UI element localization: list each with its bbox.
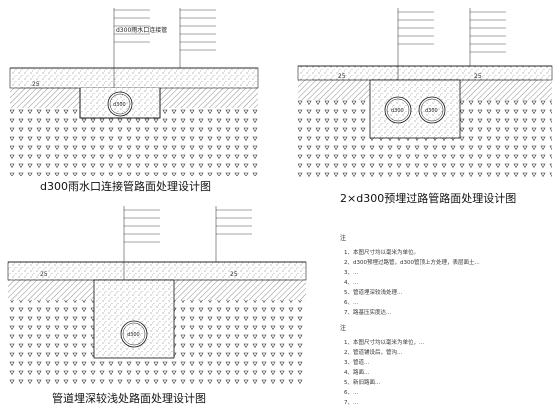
note-2-7: 7、... (344, 400, 358, 406)
notes-block-1: 注 1、本图尺寸均以毫米为单位。 2、d300预埋过路管，d300管顶上方处理，… (340, 234, 480, 316)
callout-box-c-right (216, 209, 252, 235)
diagram-b: d300 d300 25 25 2×d300预埋过路管路面处理设计图 (297, 8, 553, 205)
diagram-a: d300 25 d300雨水口连接管 d300雨水口连接管路面处理设计图 (9, 8, 259, 193)
callout-box-c (124, 209, 160, 243)
notes-title-2: 注 (340, 324, 346, 332)
trench (369, 79, 461, 139)
notes-block-2: 注 1、本图尺寸均以毫米为单位，... 2、管道铺设后，管沟... 3、管道..… (340, 324, 424, 406)
note-2-5: 5、新旧路面... (344, 378, 380, 386)
pipe-label-1: d300 (391, 108, 404, 114)
note-2-1: 1、本图尺寸均以毫米为单位，... (344, 338, 424, 346)
caption-b: 2×d300预埋过路管路面处理设计图 (340, 191, 516, 205)
note-1-2: 2、d300预埋过路管，d300管顶上方处理，表层面土... (344, 258, 480, 266)
callout-a3: d300雨水口连接管 (116, 26, 167, 34)
pipe-label-2: d300 (425, 108, 438, 114)
caption-c: 管道埋深较浅处路面处理设计图 (52, 391, 206, 405)
dim-right: 25 (474, 73, 482, 80)
pipe-label: d300 (113, 102, 126, 108)
note-1-3: 3、... (344, 270, 358, 276)
notes-title-1: 注 (340, 234, 346, 242)
note-2-4: 4、路面... (344, 368, 369, 376)
dim-right: 25 (230, 271, 238, 278)
pavement-layer (297, 65, 553, 81)
callout-box-b-right (470, 11, 506, 53)
soil-layer (10, 108, 258, 176)
note-1-4: 4、... (344, 280, 358, 286)
note-1-1: 1、本图尺寸均以毫米为单位。 (344, 248, 419, 256)
note-2-2: 2、管道铺设后，管沟... (344, 348, 402, 356)
note-2-3: 3、管道... (344, 358, 369, 366)
note-1-6: 6、... (344, 300, 358, 306)
callout-box-a: d300雨水口连接管 (114, 9, 167, 43)
pavement-layer (7, 261, 307, 281)
pavement-layer (9, 67, 259, 89)
caption-a: d300雨水口连接管路面处理设计图 (40, 179, 211, 193)
pipe-label: d300 (127, 332, 140, 338)
dim-left: 25 (32, 81, 40, 88)
callout-box-b (398, 11, 434, 45)
dim-left: 25 (338, 73, 346, 80)
note-1-5: 5、管道埋深较浅处理... (344, 288, 402, 296)
dim-left: 25 (40, 271, 48, 278)
callout-box-a-right (180, 9, 216, 51)
note-1-7: 7、路基压实度达... (344, 308, 391, 316)
note-2-6: 6、... (344, 390, 358, 396)
diagram-c: d300 25 25 管道埋深较浅处路面处理设计图 (7, 206, 307, 405)
